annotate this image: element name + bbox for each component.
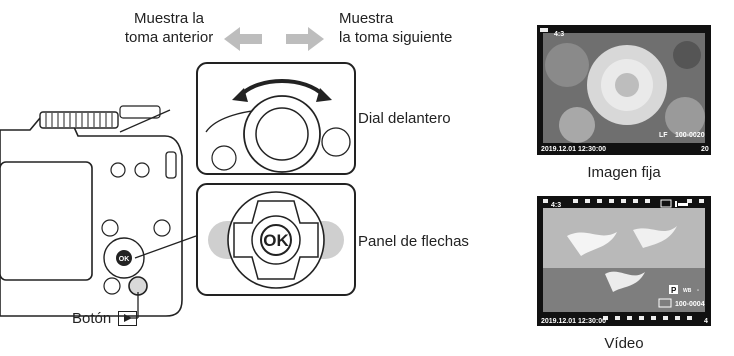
still-datetime: 2019.12.01 12:30:00	[541, 146, 606, 153]
previous-shot-label: Muestra la toma anterior	[118, 9, 220, 47]
film-strip-holes	[543, 199, 704, 320]
arrow-right-icon	[286, 27, 324, 51]
front-dial-inset	[196, 62, 356, 175]
video-caption: Vídeo	[604, 335, 644, 352]
previous-shot-line2: toma anterior	[124, 29, 214, 46]
next-shot-label: Muestra la toma siguiente	[339, 9, 452, 47]
movie-icon	[660, 199, 672, 208]
camera-arrow-pad: OK	[103, 237, 145, 279]
arrow-left-icon	[224, 27, 262, 51]
still-file-info: 100-0020	[675, 132, 705, 139]
play-icon	[118, 311, 138, 326]
direction-arrows	[224, 27, 324, 51]
video-aspect-icon: 4:3	[551, 202, 561, 209]
still-image-caption: Imagen fija	[587, 164, 661, 181]
playback-button-text: Botón	[72, 310, 112, 327]
arrow-pad-label: Panel de flechas	[358, 233, 469, 250]
ok-button-label: OK	[263, 231, 289, 250]
next-shot-line1: Muestra	[339, 10, 394, 27]
video-screen: 4:3 P WB ▫ 100-0004 2019.12.01 12:30:00 …	[537, 196, 711, 326]
flowers-image	[545, 41, 705, 143]
film-icon	[658, 298, 672, 308]
mode-icon	[669, 285, 678, 294]
top-dial	[39, 105, 161, 129]
video-frame-number: 4	[704, 318, 708, 325]
still-aspect-icon: 4:3	[554, 31, 564, 38]
front-dial-label: Dial delantero	[358, 110, 451, 127]
arrow-pad-inset: OK	[196, 183, 356, 296]
camera-body: OK	[0, 105, 183, 317]
audio-level-icon	[675, 201, 688, 207]
video-datetime: 2019.12.01 12:30:00	[541, 318, 606, 325]
camera-screen	[0, 161, 93, 281]
rotate-arrow-icon	[232, 79, 332, 102]
still-quality: LF	[659, 132, 668, 139]
svg-text:OK: OK	[119, 256, 130, 263]
playback-button-label: Botón	[72, 309, 138, 328]
video-file-info: 100-0004	[675, 301, 705, 308]
next-shot-line2: la toma siguiente	[339, 29, 453, 46]
wb-icon: WB	[683, 288, 692, 294]
drive-icon: ▫	[697, 288, 699, 294]
video-mode: P	[671, 286, 677, 295]
birds-image	[543, 208, 705, 312]
still-frame-number: 20	[701, 146, 709, 153]
camera-playback-button	[128, 276, 148, 296]
previous-shot-line1: Muestra la	[133, 10, 205, 27]
still-image-screen: 4:3 LF 100-0020 2019.12.01 12:30:00 20	[537, 25, 711, 155]
ok-button	[260, 224, 292, 256]
